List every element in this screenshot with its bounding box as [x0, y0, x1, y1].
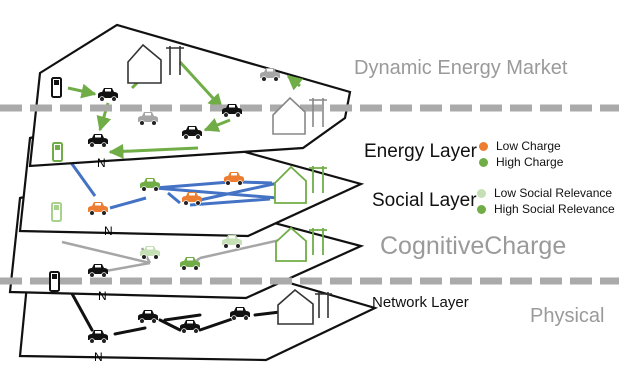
social-link	[199, 238, 281, 260]
car-icon	[88, 330, 108, 344]
separators	[0, 104, 619, 285]
network-link	[68, 288, 94, 332]
cars	[88, 68, 280, 344]
car-icon	[88, 202, 108, 216]
cognitive-charge-label: CognitiveCharge	[380, 232, 567, 260]
energy-link	[154, 186, 279, 200]
high-charge-dot	[479, 158, 488, 167]
charging-station-icon	[51, 202, 62, 222]
market-flow	[108, 143, 199, 159]
car-icon	[88, 134, 108, 148]
car-icon	[140, 178, 160, 192]
market-flow	[67, 83, 97, 99]
energy-link	[154, 180, 231, 190]
charging-station-icon	[51, 77, 62, 98]
energy-link	[239, 180, 273, 185]
charging-station-icon	[49, 271, 60, 292]
car-icon	[224, 172, 244, 186]
energy-link	[199, 181, 279, 202]
car-icon	[182, 126, 202, 140]
car-icon	[138, 310, 158, 324]
energy-link	[189, 197, 271, 207]
energy-layer-label: Energy Layer	[364, 141, 478, 162]
social-link	[61, 240, 151, 265]
house-icon	[272, 96, 327, 135]
north-label: N	[94, 350, 103, 364]
high-social-relevance-label: High Social Relevance	[494, 202, 615, 216]
market-flow	[178, 60, 224, 110]
energy-link	[167, 191, 181, 205]
social-layer-label: Social Layer	[372, 190, 477, 211]
house-icon	[275, 226, 327, 262]
north-label: N	[104, 224, 113, 238]
car-icon	[222, 104, 242, 118]
network-link	[158, 318, 182, 332]
market-layer-plane	[28, 23, 352, 168]
car-icon	[180, 320, 200, 334]
house-icon	[127, 43, 184, 84]
car-icon	[138, 112, 158, 126]
car-icon	[98, 88, 118, 102]
network-link	[253, 310, 282, 317]
house-icon	[274, 165, 327, 204]
market-flow	[203, 118, 231, 132]
north-label: N	[98, 289, 107, 303]
physical-label: Physical	[530, 305, 605, 327]
network-links	[68, 288, 282, 336]
car-icon	[88, 264, 108, 278]
energy-link	[109, 196, 147, 210]
car-icon	[182, 192, 202, 206]
north-label: N	[97, 156, 106, 170]
car-icon	[230, 307, 250, 321]
car-icon	[260, 68, 280, 82]
social-link	[99, 261, 151, 274]
dynamic-energy-market-label: Dynamic Energy Market	[354, 57, 568, 79]
low-social-relevance-dot	[477, 189, 486, 198]
car-icon	[180, 257, 200, 271]
network-link	[113, 326, 147, 336]
low-social-relevance-label: Low Social Relevance	[494, 186, 613, 200]
market-flow	[286, 74, 304, 91]
low-charge-dot	[479, 142, 488, 151]
car-icon	[140, 246, 160, 260]
car-icon	[222, 235, 242, 249]
high-social-relevance-dot	[477, 205, 486, 214]
charging-station-icon	[52, 142, 63, 162]
network-link	[163, 313, 202, 322]
network-layer-label: Network Layer	[372, 294, 469, 311]
network-link	[198, 316, 237, 332]
low-charge-label: Low Charge	[496, 139, 561, 153]
house-icon	[277, 288, 332, 325]
high-charge-label: High Charge	[496, 155, 564, 169]
